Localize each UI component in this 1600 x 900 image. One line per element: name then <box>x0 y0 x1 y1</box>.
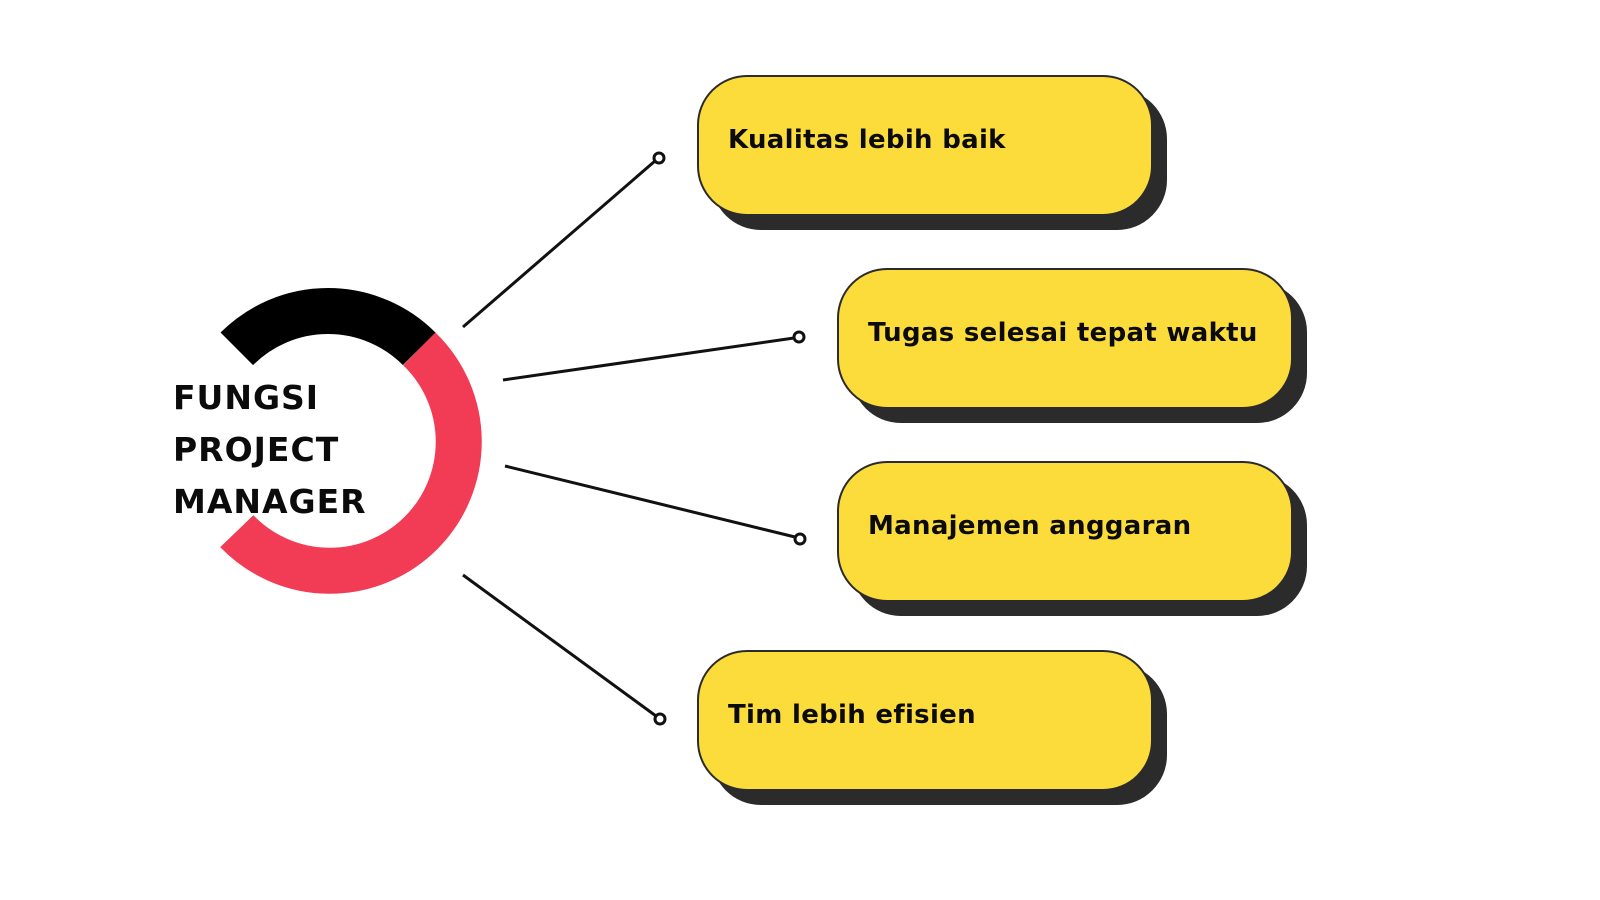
item-card-3: Manajemen anggaran <box>837 461 1307 616</box>
item-label: Kualitas lebih baik <box>728 125 1006 155</box>
title-line-2: PROJECT <box>173 430 340 469</box>
card-face: Tim lebih efisien <box>697 650 1153 791</box>
ring-red-segment <box>220 332 482 594</box>
card-face: Manajemen anggaran <box>837 461 1293 602</box>
connector-line-4 <box>462 573 657 718</box>
connector-node-1 <box>652 151 666 165</box>
connector-node-2 <box>792 330 806 344</box>
item-label: Tugas selesai tepat waktu <box>868 318 1258 348</box>
card-face: Kualitas lebih baik <box>697 75 1153 216</box>
title-line-3: MANAGER <box>173 482 367 521</box>
card-face: Tugas selesai tepat waktu <box>837 268 1293 409</box>
item-card-4: Tim lebih efisien <box>697 650 1167 805</box>
diagram-title: FUNGSI PROJECT MANAGER <box>173 372 367 528</box>
ring-graphic <box>220 288 482 594</box>
connector-line-2 <box>502 336 795 382</box>
item-label: Manajemen anggaran <box>868 511 1192 541</box>
connector-node-4 <box>653 712 667 726</box>
connector-line-1 <box>462 159 656 329</box>
connector-line-3 <box>504 464 796 539</box>
item-card-2: Tugas selesai tepat waktu <box>837 268 1307 423</box>
item-card-1: Kualitas lebih baik <box>697 75 1167 230</box>
title-line-1: FUNGSI <box>173 378 320 417</box>
ring-black-segment <box>220 288 436 366</box>
connectors <box>462 151 807 726</box>
item-label: Tim lebih efisien <box>728 700 976 730</box>
connector-node-3 <box>793 532 807 546</box>
